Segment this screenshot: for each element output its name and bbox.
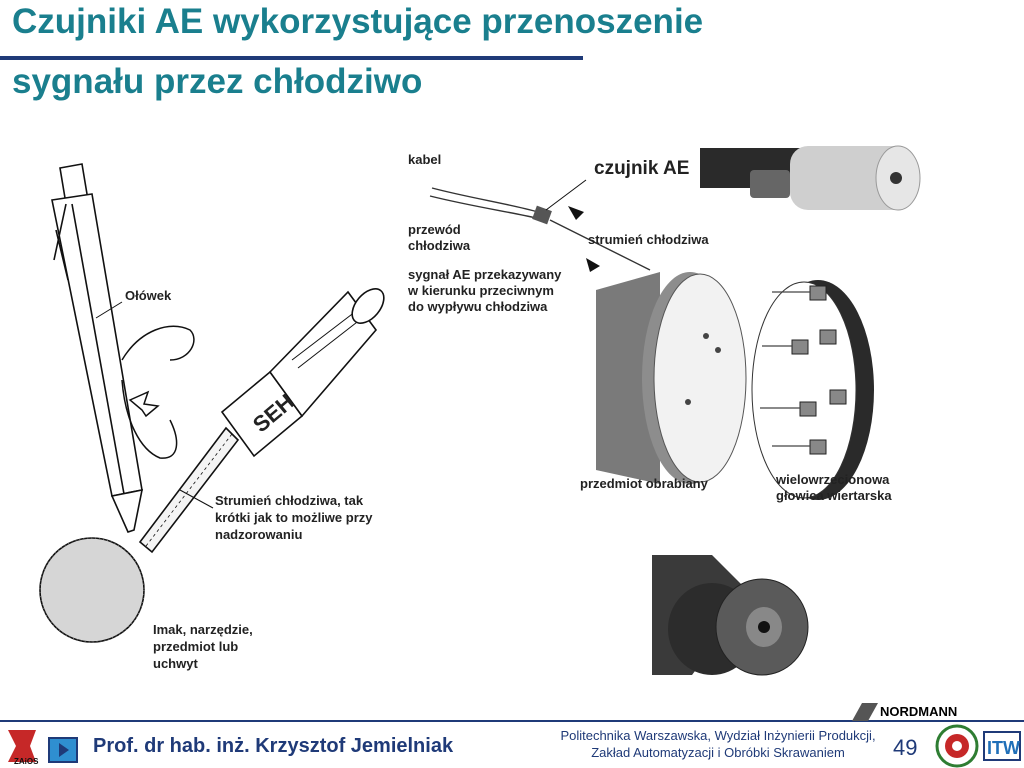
coolant-stream-label: strumień chłodziwa bbox=[588, 232, 709, 247]
sensor-label: czujnik AE bbox=[594, 158, 689, 179]
workpiece-disc bbox=[596, 272, 746, 484]
footer-author: Prof. dr hab. inż. Krzysztof Jemielniak bbox=[93, 735, 453, 758]
coolant-label-line-1: Strumień chłodziwa, tak bbox=[215, 493, 364, 508]
footer-institution-line-2: Zakład Automatyzacji i Obróbki Skrawanie… bbox=[548, 744, 888, 761]
ae-sensor-small bbox=[532, 206, 552, 225]
holder-label-line-3: uchwyt bbox=[153, 656, 198, 671]
next-slide-button[interactable] bbox=[48, 737, 78, 763]
workpiece-label: przedmiot obrabiany bbox=[580, 476, 709, 491]
pencil-drawing bbox=[52, 164, 142, 532]
slide-title-line-1: Czujniki AE wykorzystujące przenoszenie bbox=[12, 2, 703, 42]
holder-label-line-1: Imak, narzędzie, bbox=[153, 622, 253, 637]
signal-label-line-3: do wypływu chłodziwa bbox=[408, 299, 548, 314]
footer-institution-line-1: Politechnika Warszawska, Wydział Inżynie… bbox=[548, 727, 888, 744]
play-icon bbox=[59, 743, 69, 757]
right-illustration: kabel czujnik AE przewód chłodziwa strum… bbox=[400, 140, 924, 520]
university-seal-icon bbox=[935, 724, 979, 768]
sensor-photo bbox=[700, 146, 920, 210]
coolant-label-line-2: krótki jak to możliwe przy bbox=[215, 510, 373, 525]
slide-title-line-2: sygnału przez chłodziwo bbox=[12, 62, 422, 102]
itw-logo: ITW bbox=[982, 726, 1022, 766]
cable-label: kabel bbox=[408, 152, 441, 167]
footer-institution: Politechnika Warszawska, Wydział Inżynie… bbox=[548, 727, 888, 761]
coolant-label-line-3: nadzorowaniu bbox=[215, 527, 302, 542]
sensor-closeup-photo bbox=[652, 555, 812, 685]
drilling-head bbox=[752, 280, 874, 500]
title-underline bbox=[0, 56, 583, 60]
left-illustration: SEH Ołówek Strumień chłodziwa, tak krótk… bbox=[30, 160, 410, 680]
nordmann-logo-text: NORDMANN bbox=[880, 704, 957, 719]
page-number: 49 bbox=[893, 735, 917, 761]
drilling-head-label-line-1: wielowrzecionowa bbox=[775, 472, 890, 487]
itw-logo-text: ITW bbox=[987, 738, 1020, 758]
coolant-wire-label-line-2: chłodziwa bbox=[408, 238, 471, 253]
workpiece-sphere bbox=[40, 538, 144, 642]
pencil-label: Ołówek bbox=[125, 288, 172, 303]
signal-label-line-2: w kierunku przeciwnym bbox=[407, 283, 554, 298]
zaios-logo-text: ZAiOS bbox=[14, 757, 39, 766]
drilling-head-label-line-2: głowica wiertarska bbox=[776, 488, 892, 503]
zaios-logo: ZAiOS bbox=[2, 726, 42, 766]
signal-label-line-1: sygnał AE przekazywany bbox=[408, 267, 562, 282]
coolant-wire-label-line-1: przewód bbox=[408, 222, 461, 237]
holder-label-line-2: przedmiot lub bbox=[153, 639, 238, 654]
